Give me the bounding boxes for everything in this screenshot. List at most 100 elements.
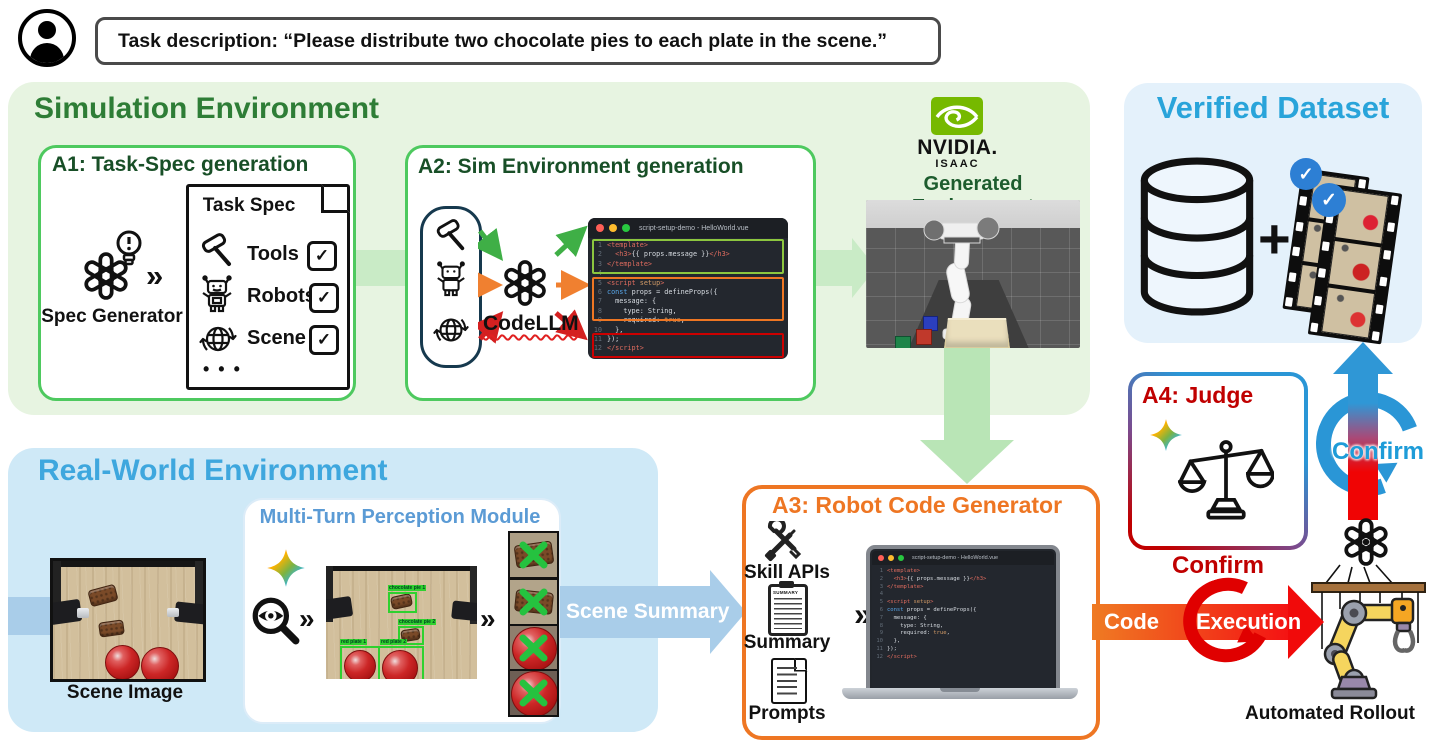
laptop-screen: script-setup-demo - HelloWorld.vue 1<tem… [866, 545, 1060, 698]
minimize-icon [888, 555, 894, 561]
template-highlight-box [592, 239, 784, 274]
verified-crop-pie [508, 578, 559, 626]
sim-environment-image [866, 200, 1080, 348]
red-plate [141, 647, 179, 679]
a2-inputs-pill [420, 206, 482, 368]
verified-dataset-title: Verified Dataset [1156, 90, 1390, 125]
detection-box [388, 592, 417, 613]
spec-item-label: Tools [247, 243, 299, 265]
spec-item-label: Robots [247, 285, 316, 307]
a1-to-a2-flow-arrow [348, 250, 408, 286]
nvidia-isaac-text: ISAAC [935, 158, 980, 170]
plus-icon: + [1258, 207, 1291, 270]
detection-label: red plate 2 [380, 639, 408, 645]
editor-window-title: script-setup-demo - HelloWorld.vue [639, 224, 749, 232]
globe-icon [432, 311, 470, 354]
spec-generator-label: Spec Generator [41, 306, 183, 327]
robot-icon [199, 275, 235, 313]
summary-label: Summary [743, 632, 831, 653]
scene-image [50, 558, 206, 682]
editor-titlebar: script-setup-demo - HelloWorld.vue [588, 218, 788, 238]
idea-lightbulb-icon [114, 229, 144, 273]
verified-crop-pie [508, 531, 559, 579]
verified-check-icon: ✓ [1290, 158, 1322, 190]
task-description-box: Task description: “Please distribute two… [95, 17, 941, 65]
env-to-a3-arrowhead [920, 440, 1014, 484]
codellm-label: CodeLLM [483, 312, 579, 335]
chocolate-pie [98, 619, 125, 638]
checkbox-checked-icon: ✓ [307, 241, 337, 271]
annotated-scene-image: chocolate pie 1 chocolate pie 2 red plat… [326, 566, 477, 679]
perception-module-title: Multi-Turn Perception Module [259, 506, 541, 528]
simulation-environment-title: Simulation Environment [34, 92, 380, 125]
detection-box [398, 626, 424, 645]
skill-apis-label: Skill APIs [744, 562, 830, 583]
a3-title: A3: Robot Code Generator [771, 492, 1063, 518]
prompts-label: Prompts [748, 703, 826, 724]
red-plate [105, 645, 140, 679]
openai-logo-icon [1340, 516, 1392, 568]
env-to-a3-flow-arrow [944, 348, 990, 442]
laptop-editor-code: 1<template>2 <h3>{{ props.message }}</h3… [876, 568, 987, 660]
puppet-robot-arm [1311, 564, 1426, 700]
detection-label: red plate 1 [340, 639, 368, 645]
a1-title: A1: Task-Spec generation [52, 153, 309, 176]
hammer-icon [434, 219, 468, 258]
codellm-flow-arrows [478, 225, 591, 344]
skill-tools-icon [764, 521, 802, 562]
sim-green-cube [895, 336, 911, 348]
ellipsis-dots: • • • [203, 359, 242, 379]
code-execution-arrow [1092, 604, 1288, 640]
gemini-star-icon [267, 549, 305, 587]
task-spec-document: Task Spec Tools ✓ Robots ✓ [186, 184, 350, 390]
sim-tray [944, 318, 1010, 348]
rollout-to-dataset-arrow [1348, 370, 1378, 520]
openai-logo-icon [500, 258, 550, 308]
chocolate-pie [87, 583, 119, 608]
detection-box [340, 646, 380, 679]
a4-title: A4: Judge [1142, 382, 1254, 408]
maximize-icon [622, 224, 630, 232]
execution-label: Execution [1196, 609, 1302, 634]
scene-image-label: Scene Image [66, 682, 184, 703]
robot-icon [434, 261, 468, 302]
code-label: Code [1104, 609, 1159, 634]
user-avatar-icon [18, 9, 76, 67]
sim-red-cube [916, 329, 932, 345]
checkbox-checked-icon: ✓ [309, 325, 339, 355]
right-gripper [451, 600, 477, 622]
nvidia-logo-icon [929, 95, 985, 137]
database-icon [1140, 157, 1254, 316]
judge-confirm-label: Confirm [1172, 552, 1264, 579]
close-icon [596, 224, 604, 232]
openai-logo-icon [80, 250, 132, 302]
clipboard-header: SUMMARY [773, 590, 799, 595]
spec-item-label: Scene [247, 327, 306, 349]
chevron-right-icon: » [146, 258, 164, 293]
close-icon [878, 555, 884, 561]
red-plate [382, 650, 418, 679]
editor-window-title: script-setup-demo - HelloWorld.vue [912, 555, 999, 561]
detection-label: chocolate pie 2 [398, 619, 437, 625]
automated-rollout-label: Automated Rollout [1245, 703, 1415, 724]
task-description-text: Task description: “Please distribute two… [118, 29, 888, 52]
loop-confirm-label: Confirm [1332, 438, 1424, 465]
chevron-right-icon: » [299, 603, 315, 634]
eye-magnifier-icon [252, 597, 300, 645]
real-world-flow-band [8, 597, 56, 635]
checkbox-checked-icon: ✓ [309, 283, 339, 313]
scene-summary-arrow [560, 586, 710, 638]
sim-robot-arm [923, 216, 1000, 340]
verified-crop-plate [508, 669, 559, 717]
closing-highlight-box [592, 333, 784, 358]
code-execution-arrowhead [1288, 585, 1324, 659]
document-fold [321, 184, 350, 213]
maximize-icon [898, 555, 904, 561]
rollout-to-dataset-arrowhead [1333, 342, 1393, 374]
a4-panel-border [1128, 372, 1308, 550]
prompts-document-icon [771, 657, 808, 704]
script-highlight-box [592, 277, 784, 321]
chevron-right-icon: » [480, 603, 496, 634]
a2-title: A2: Sim Environment generation [418, 155, 744, 178]
laptop-code-editor: script-setup-demo - HelloWorld.vue 1<tem… [872, 551, 1054, 690]
